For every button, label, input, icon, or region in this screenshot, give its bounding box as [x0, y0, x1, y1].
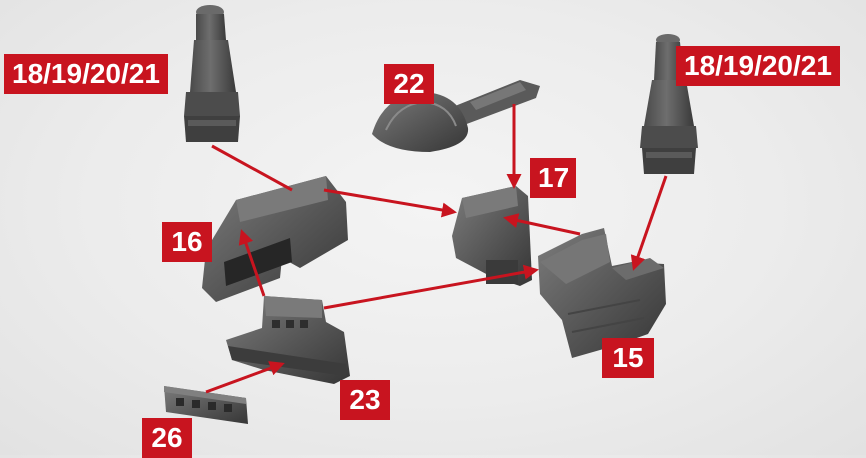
- label-part-23: 23: [340, 380, 390, 420]
- label-part-15: 15: [602, 338, 654, 378]
- base-part: [226, 296, 350, 384]
- block-part: [452, 186, 532, 286]
- tower-part-left: [184, 5, 240, 142]
- label-tower-left: 18/19/20/21: [4, 54, 168, 94]
- label-part-22: 22: [384, 64, 434, 104]
- arrow-23-to-17: [324, 270, 536, 308]
- label-part-26: 26: [142, 418, 192, 458]
- arrow-right-tower-to-15: [634, 176, 666, 268]
- arrow-left-tower-to-17: [212, 146, 292, 190]
- arrow-26-to-23: [206, 364, 282, 392]
- bracket-part: [202, 176, 348, 302]
- label-tower-right: 18/19/20/21: [676, 46, 840, 86]
- label-part-16: 16: [162, 222, 212, 262]
- label-part-17: 17: [530, 158, 576, 198]
